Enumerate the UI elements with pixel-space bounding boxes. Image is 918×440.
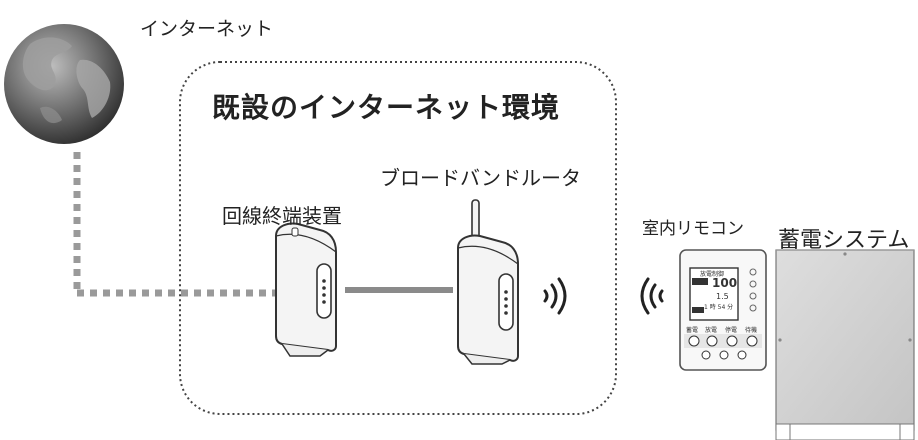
router-label: ブロードバンドルータ	[380, 166, 581, 190]
remote-display-time: 1 時 54 分	[704, 304, 734, 311]
remote-button-label: 蓄電	[686, 327, 699, 334]
onu-device	[275, 222, 337, 357]
remote-display-header: 放電制御	[700, 271, 725, 278]
remote-button-label: 放電	[705, 327, 718, 334]
wifi-signal-icon	[543, 277, 567, 315]
existing-env-boundary	[179, 61, 617, 415]
battery-label: 蓄電システム	[778, 228, 910, 253]
remote-display-main-value: 100	[712, 276, 738, 290]
lan-cable	[345, 287, 453, 293]
onu-label: 回線終端装置	[222, 204, 342, 228]
dotted-link	[73, 152, 278, 297]
remote-button-label: 待機	[745, 327, 758, 334]
existing-env-title: 既設のインターネット環境	[212, 91, 561, 124]
battery-system	[775, 249, 915, 440]
internet-label: インターネット	[140, 18, 274, 40]
remote-label: 室内リモコン	[642, 219, 744, 239]
remote-control	[679, 249, 767, 371]
globe-icon	[4, 24, 124, 144]
remote-button-label: 停電	[725, 327, 738, 334]
router-device	[457, 199, 519, 365]
wifi-signal-icon-remote	[640, 277, 664, 315]
remote-display-sub-value: 1.5	[716, 292, 729, 301]
